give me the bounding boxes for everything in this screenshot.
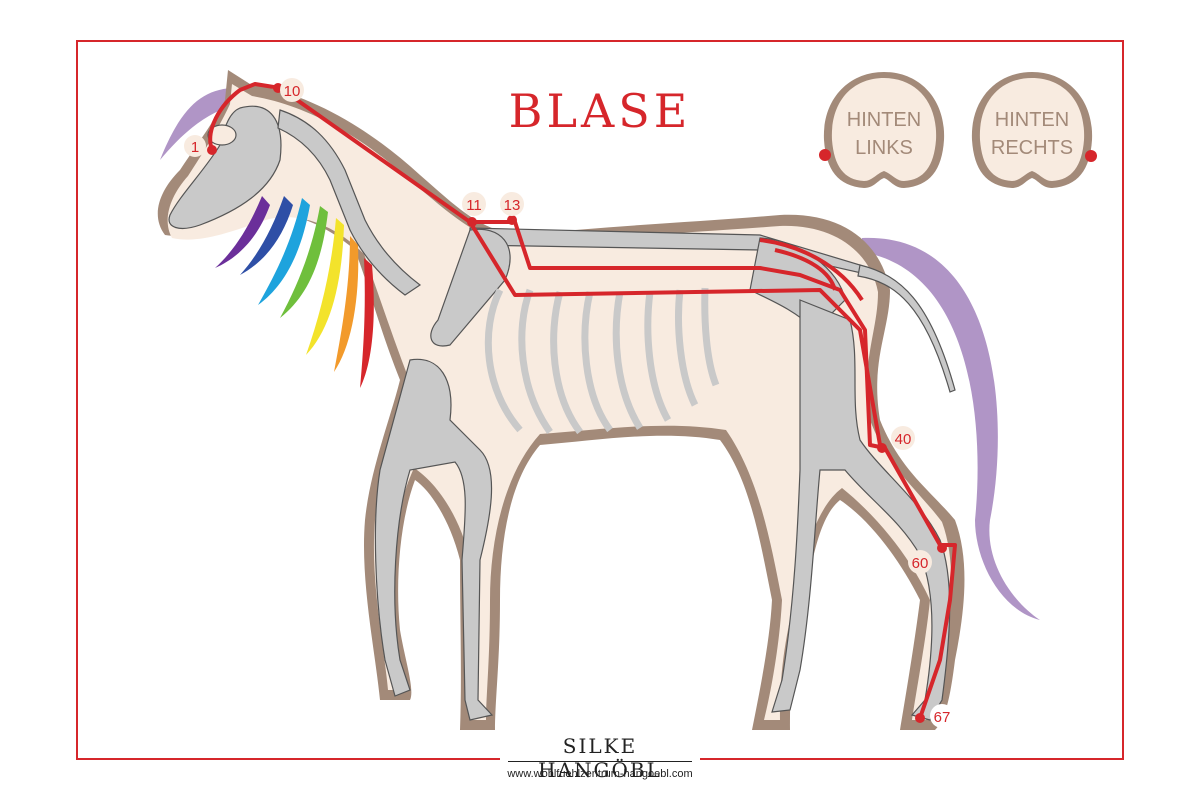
page-title: BLASE (480, 84, 720, 138)
website-url: www.wohlfuehlzentrum-hangoebl.com (507, 768, 693, 780)
point-1-marker (207, 145, 217, 155)
point-40-label: 40 (895, 431, 912, 448)
point-13-label: 13 (504, 197, 521, 214)
point-labels: 1 10 11 13 40 60 67 (184, 78, 954, 728)
meridian-path (208, 82, 957, 719)
hoof-hinten-links: HINTEN LINKS (820, 72, 948, 188)
hoof-left-point (819, 149, 831, 161)
hind-leg-bones (771, 299, 951, 721)
footer-divider (508, 761, 692, 762)
hoof-shapes (819, 72, 1097, 188)
point-40-marker (877, 443, 887, 453)
rainbow-mane (215, 196, 374, 388)
hoof-hinten-links-label: HINTEN LINKS (846, 109, 922, 159)
neck-vertebrae (277, 109, 422, 296)
point-13-marker (507, 215, 517, 225)
forelock (160, 88, 240, 160)
point-60-label: 60 (912, 555, 929, 572)
hoof-hinten-rechts: HINTEN RECHTS (968, 72, 1096, 188)
point-1-label: 1 (191, 139, 199, 156)
acupoints (207, 83, 947, 723)
ribs (484, 287, 720, 435)
author-name: SILKE HANGÖBL (500, 734, 700, 782)
point-10-label: 10 (284, 83, 301, 100)
point-67-marker (915, 713, 925, 723)
hoof-right-point (1085, 150, 1097, 162)
point-67-label: 67 (934, 709, 951, 726)
point-60-marker (937, 543, 947, 553)
hoof-hinten-rechts-label: HINTEN RECHTS (990, 109, 1074, 159)
tail-bones (857, 264, 956, 393)
title-text: BLASE (508, 84, 692, 138)
point-11-marker (467, 217, 477, 227)
front-leg-bones (374, 358, 494, 721)
point-11-label: 11 (466, 197, 482, 214)
tail (862, 237, 1040, 621)
